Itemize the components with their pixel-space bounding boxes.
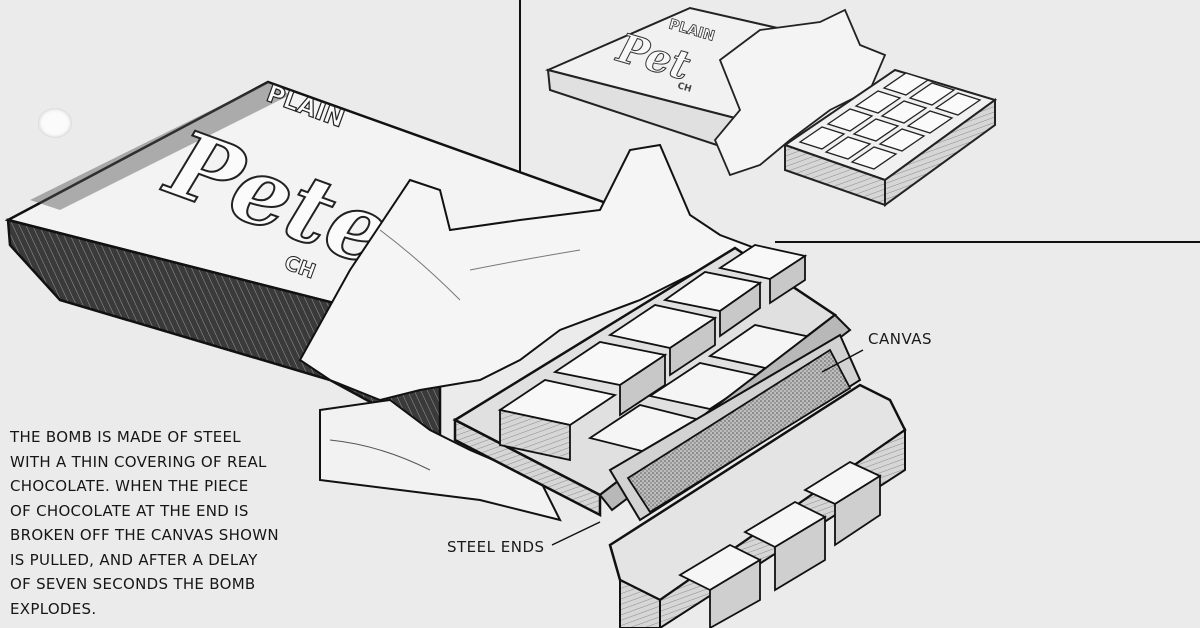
chocolate-square xyxy=(497,379,618,462)
canvas-strip xyxy=(626,348,852,514)
caption-line: THE BOMB IS MADE OF STEEL xyxy=(10,428,241,446)
chocolate-square xyxy=(834,474,881,547)
caption-line: OF SEVEN SECONDS THE BOMB xyxy=(10,575,256,593)
inset-wrapper-label-bottom: CH xyxy=(676,81,692,95)
steel-ends-leader-line xyxy=(551,521,601,546)
canvas-label: CANVAS xyxy=(868,330,933,348)
binder-hole xyxy=(38,108,72,138)
caption-text: THE BOMB IS MADE OF STEEL WITH A THIN CO… xyxy=(10,425,310,621)
canvas-leader-line xyxy=(821,349,864,373)
inset-chocolate-bar: PLAIN Pet CH xyxy=(544,6,998,207)
caption-line: BROKEN OFF THE CANVAS SHOWN xyxy=(10,526,279,544)
chocolate-square xyxy=(774,515,826,592)
main-chocolate-bar: PLAIN Peter CH xyxy=(4,79,907,628)
caption-line: CHOCOLATE. WHEN THE PIECE xyxy=(10,477,249,495)
caption-line: IS PULLED, AND AFTER A DELAY xyxy=(10,550,258,569)
chocolate-square xyxy=(717,244,808,305)
steel-ends-label: STEEL ENDS xyxy=(447,538,545,556)
caption-line: OF CHOCOLATE AT THE END IS xyxy=(10,501,249,520)
chocolate-square xyxy=(552,341,668,417)
chocolate-square xyxy=(662,271,763,338)
chocolate-square xyxy=(709,558,761,628)
caption-line: WITH A THIN COVERING OF REAL xyxy=(10,452,267,471)
chocolate-square xyxy=(607,304,718,377)
caption-line: EXPLODES. xyxy=(10,599,97,618)
